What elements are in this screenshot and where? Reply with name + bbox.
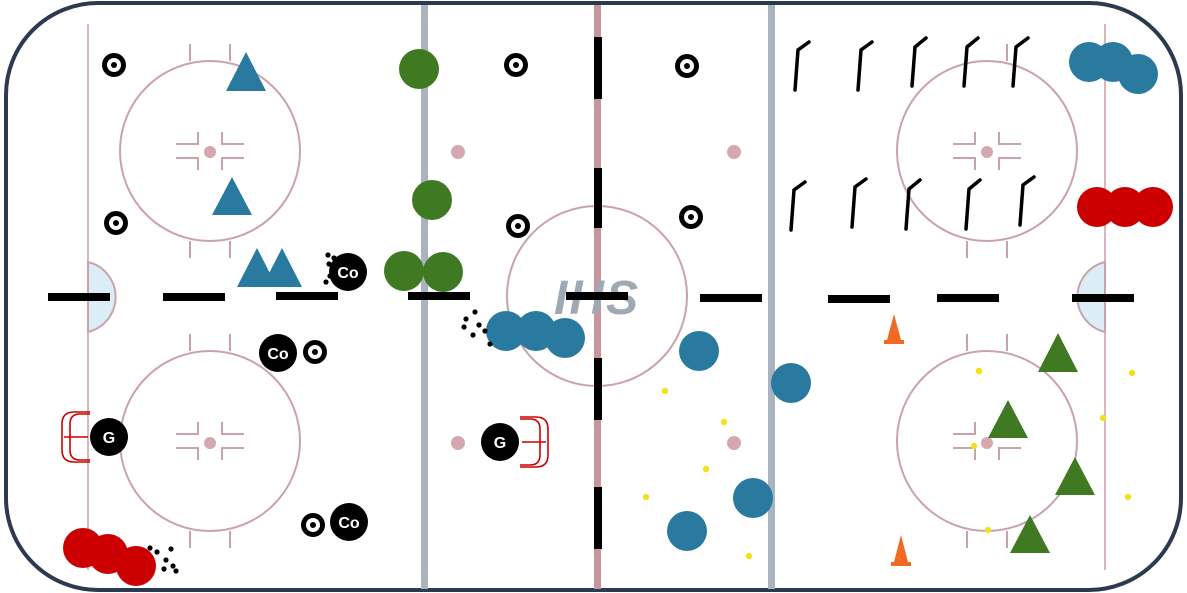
puck-target-icon xyxy=(303,340,327,364)
puck-target-icon xyxy=(504,53,528,77)
player-circle-icon xyxy=(412,180,452,220)
puck-target-icon xyxy=(506,214,530,238)
coach-marker: Co xyxy=(329,253,367,291)
player-circle-icon xyxy=(1077,187,1117,227)
player-circle-icon xyxy=(1105,187,1145,227)
puck-target-icon xyxy=(301,513,325,537)
svg-text:G: G xyxy=(494,435,506,452)
triangle-player-icon xyxy=(1055,457,1095,495)
faceoff-circle-top-right xyxy=(896,44,1078,258)
goal-net-icon xyxy=(520,416,549,468)
player-circle-icon xyxy=(423,252,463,292)
neutral-dot xyxy=(451,145,465,159)
coach-marker: Co xyxy=(259,334,297,372)
small-yellow-puck-cluster xyxy=(642,367,1136,560)
neutral-dot xyxy=(727,145,741,159)
triangle-player-icon xyxy=(1010,515,1050,553)
goalie-marker: G xyxy=(481,423,519,461)
puck-target-icon xyxy=(104,211,128,235)
player-circle-icon xyxy=(399,49,439,89)
player-circle-icon xyxy=(1118,54,1158,94)
triangle-player-icon xyxy=(262,248,302,287)
goalie-marker: G xyxy=(90,418,128,456)
player-circle-icon xyxy=(116,546,156,586)
svg-text:G: G xyxy=(103,430,115,447)
player-circle-icon xyxy=(667,511,707,551)
goal-net-icon xyxy=(61,411,90,463)
puck-cluster xyxy=(323,252,337,285)
triangle-player-icon xyxy=(226,52,266,91)
player-circle-icon xyxy=(486,311,526,351)
neutral-dot xyxy=(451,436,465,450)
triangle-player-icon xyxy=(212,177,252,215)
player-circle-icon xyxy=(733,478,773,518)
svg-text:Co: Co xyxy=(337,265,359,282)
cone-icon xyxy=(891,535,911,566)
puck-target-icon xyxy=(102,53,126,77)
player-circle-icon xyxy=(545,318,585,358)
svg-text:Co: Co xyxy=(267,346,289,363)
puck-cluster xyxy=(461,309,493,347)
hockey-stick-icon xyxy=(789,36,1036,232)
svg-text:Co: Co xyxy=(338,515,360,532)
puck-cluster xyxy=(147,545,179,574)
player-circle-icon xyxy=(679,331,719,371)
blue-line-right xyxy=(768,5,775,589)
player-circle-icon xyxy=(1133,187,1173,227)
puck-target-icon xyxy=(675,54,699,78)
neutral-dot xyxy=(727,436,741,450)
faceoff-circle-top-left xyxy=(119,44,301,258)
horizontal-dashes xyxy=(48,292,1134,303)
center-line-dashes xyxy=(594,37,602,549)
coach-marker: Co xyxy=(330,503,368,541)
player-circle-icon xyxy=(384,251,424,291)
player-circle-icon xyxy=(771,363,811,403)
triangle-player-icon xyxy=(1038,333,1078,372)
triangle-player-icon xyxy=(988,400,1028,438)
cone-icon xyxy=(884,314,904,344)
puck-target-icon xyxy=(679,205,703,229)
